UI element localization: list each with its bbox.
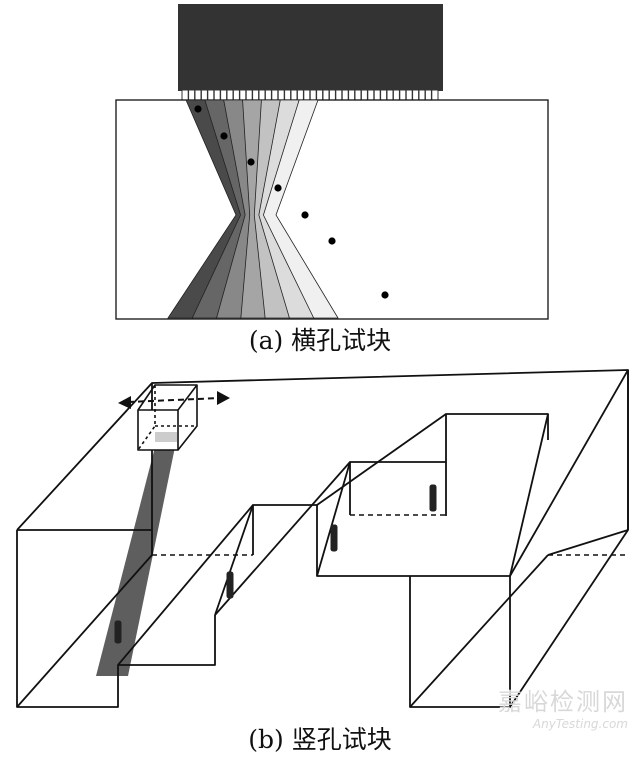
caption-panel-a: (a) 横孔试块 xyxy=(248,326,392,355)
vertical-hole-3 xyxy=(330,524,338,552)
watermark-name: 嘉峪检测网 xyxy=(498,688,628,716)
panel-b xyxy=(16,369,629,708)
hidden-edges xyxy=(152,514,628,556)
hole-5 xyxy=(301,211,309,219)
hole-7 xyxy=(381,291,389,299)
probe-cube xyxy=(137,384,198,451)
vertical-hole-4 xyxy=(429,484,437,512)
caption-panel-b: (b) 竖孔试块 xyxy=(248,725,392,754)
hole-3 xyxy=(247,158,255,166)
hole-6 xyxy=(328,237,336,245)
hole-1 xyxy=(194,105,202,113)
vertical-hole-test-block xyxy=(16,369,629,708)
ultrasonic-beam xyxy=(96,447,175,676)
watermark-site: AnyTesting.com xyxy=(532,717,628,731)
beam-7 xyxy=(262,99,339,319)
scan-direction-arrow xyxy=(118,391,230,409)
probe-elements xyxy=(187,90,433,100)
side-drilled-holes xyxy=(194,105,389,299)
hole-2 xyxy=(220,132,228,140)
hole-4 xyxy=(274,184,282,192)
vertical-holes xyxy=(114,484,437,644)
focused-beams xyxy=(167,99,339,319)
phased-array-probe xyxy=(178,4,443,91)
panel-a xyxy=(115,4,549,320)
vertical-hole-2 xyxy=(226,571,234,599)
vertical-hole-1 xyxy=(114,620,122,644)
side-drilled-hole-test-block xyxy=(115,99,549,320)
